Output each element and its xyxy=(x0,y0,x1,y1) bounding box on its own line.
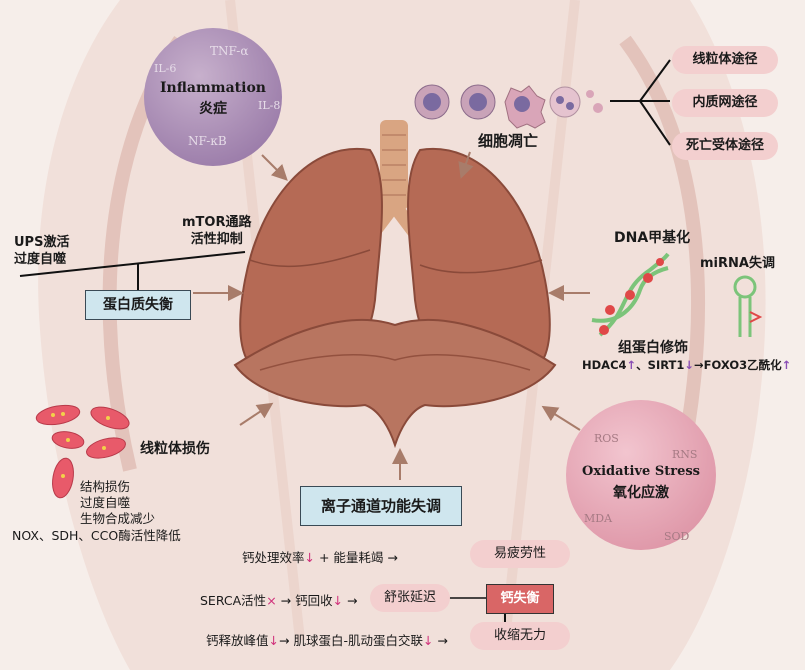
pathway-mito: 线粒体途径 xyxy=(672,46,778,74)
row2-cross: × xyxy=(266,593,276,608)
calcium-imbalance-box: 钙失衡 xyxy=(486,584,554,614)
mirna-label: miRNA失调 xyxy=(700,252,775,271)
mirna-hairpin-icon xyxy=(725,272,765,342)
marker-tnf: TNF-α xyxy=(210,44,248,58)
row1-pre: 钙处理效率 xyxy=(242,550,305,565)
ion-row2-text: SERCA活性× → 钙回收↓ → xyxy=(200,590,358,609)
inflammation-title-en: Inflammation xyxy=(144,80,282,96)
apoptosis-cells xyxy=(410,80,610,130)
dna-helix-icon xyxy=(590,250,670,340)
hdac4-text: HDAC4 xyxy=(582,358,627,372)
mito-damage-title: 线粒体损伤 xyxy=(140,438,210,458)
oxidative-title-cn: 氧化应激 xyxy=(566,482,716,502)
row1-arrow: ↓ xyxy=(305,550,315,565)
result-fatigue: 易疲劳性 xyxy=(470,540,570,568)
sirt1-down-arrow: ↓ xyxy=(684,358,694,372)
sirt1-text: SIRT1 xyxy=(648,358,685,372)
row2-pre: SERCA活性 xyxy=(200,593,266,608)
marker-il8: IL-8 xyxy=(258,99,280,112)
result-weak-contraction: 收缩无力 xyxy=(470,622,570,650)
row2-arrow: ↓ xyxy=(333,593,343,608)
protein-imbalance-box: 蛋白质失衡 xyxy=(85,290,191,320)
marker-mda: MDA xyxy=(584,512,612,525)
row3-post2: → xyxy=(433,633,447,648)
histone-label: 组蛋白修饰 xyxy=(618,337,688,357)
marker-il6: IL-6 xyxy=(154,62,176,75)
ion-row3-text: 钙释放峰值↓→ 肌球蛋白-肌动蛋白交联↓ → xyxy=(206,630,448,649)
foxo3-up-arrow: ↑ xyxy=(782,358,792,372)
marker-rns: RNS xyxy=(672,448,697,461)
row3-pre: 钙释放峰值 xyxy=(206,633,269,648)
row3-post: → 肌球蛋白-肌动蛋白交联 xyxy=(279,633,423,648)
ups-label: UPS激活 过度自噬 xyxy=(14,234,69,268)
dna-methylation-label: DNA甲基化 xyxy=(614,227,690,247)
result-relaxation-delay: 舒张延迟 xyxy=(370,584,450,612)
marker-nfkb: NF-κB xyxy=(188,134,227,148)
histone-detail: HDAC4↑、SIRT1↓→FOXO3乙酰化↑ xyxy=(582,357,791,373)
row3-arrow2: ↓ xyxy=(423,633,433,648)
oxidative-title-en: Oxidative Stress xyxy=(566,464,716,479)
row3-arrow: ↓ xyxy=(269,633,279,648)
ion-channel-box: 离子通道功能失调 xyxy=(300,486,462,526)
separator-text: 、 xyxy=(636,358,648,372)
pathway-er: 内质网途径 xyxy=(672,89,778,117)
apoptosis-label: 细胞凋亡 xyxy=(478,130,538,151)
marker-ros: ROS xyxy=(594,432,619,445)
marker-sod: SOD xyxy=(664,530,689,543)
hdac4-up-arrow: ↑ xyxy=(627,358,637,372)
pathway-death-receptor: 死亡受体途径 xyxy=(672,132,778,160)
ion-row1-text: 钙处理效率↓ + 能量耗竭 → xyxy=(242,547,398,566)
foxo3-text: →FOXO3乙酰化 xyxy=(694,358,782,372)
row1-post: + 能量耗竭 → xyxy=(315,550,398,565)
mtor-label: mTOR通路 活性抑制 xyxy=(182,214,251,248)
row2-post2: → xyxy=(343,593,357,608)
mito-enzyme-line: NOX、SDH、CCO酶活性降低 xyxy=(12,525,181,544)
row2-post: → 钙回收 xyxy=(277,593,333,608)
